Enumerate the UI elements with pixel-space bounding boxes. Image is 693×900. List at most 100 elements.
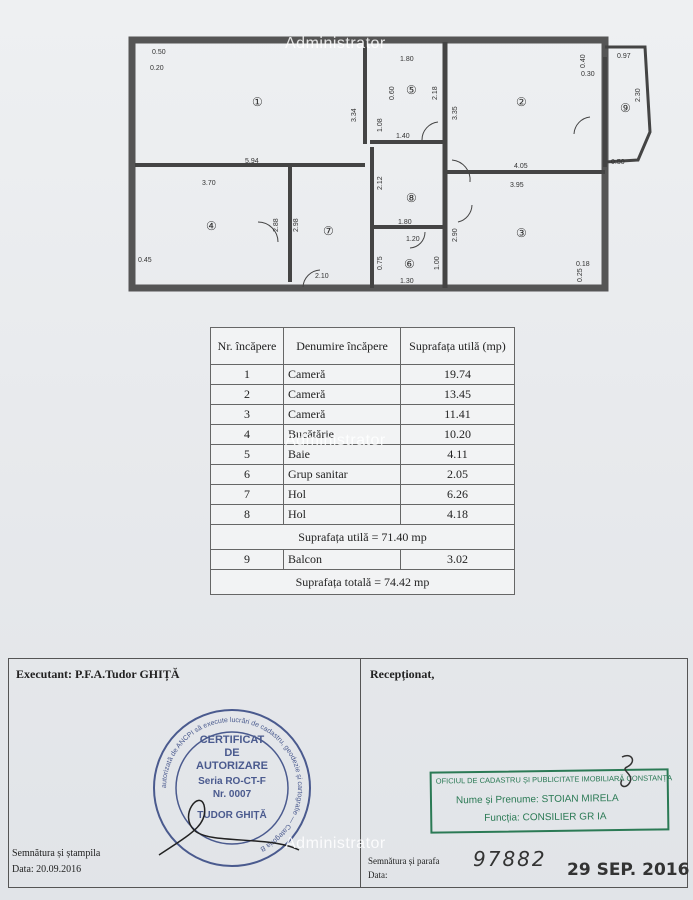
svg-text:4.05: 4.05 [514, 163, 528, 170]
table-row: 3 Cameră 11.41 [210, 404, 515, 425]
row-name: Cameră [283, 404, 401, 425]
table-row: 7 Hol 6.26 [210, 484, 515, 505]
row-name: Hol [283, 484, 401, 505]
svg-text:0.97: 0.97 [617, 53, 631, 60]
rooms-table: Nr. încăpere Denumire încăpere Suprafața… [210, 327, 515, 595]
row-name: Cameră [283, 384, 401, 405]
svg-text:1.30: 1.30 [400, 278, 414, 285]
receptionat-signature-label: Semnătura și parafa [368, 856, 440, 866]
ocpi-name: Nume și Prenume: STOIAN MIRELA [455, 793, 619, 807]
balcony-nr: 9 [210, 549, 284, 570]
useful-total-row: Suprafața utilă = 71.40 mp [210, 524, 515, 550]
receptionat-label: Recepționat, [370, 667, 435, 681]
row-area: 2.05 [400, 464, 515, 485]
watermark-top: Administrator [285, 35, 386, 52]
svg-text:1.00: 1.00 [434, 256, 441, 270]
executant-date: Data: 20.09.2016 [12, 864, 82, 875]
svg-text:0.30: 0.30 [581, 71, 595, 78]
svg-text:2.30: 2.30 [635, 88, 642, 102]
svg-text:0.18: 0.18 [576, 261, 590, 268]
handwritten-number: 97882 [473, 847, 547, 871]
svg-text:1.20: 1.20 [406, 236, 420, 243]
row-area: 4.18 [400, 504, 515, 525]
grand-total-row: Suprafața totală = 74.42 mp [210, 569, 515, 595]
table-row: 9 Balcon 3.02 [210, 549, 515, 570]
svg-text:2.98: 2.98 [293, 218, 300, 232]
svg-text:3.34: 3.34 [351, 108, 358, 122]
room-number-1: ① [252, 95, 263, 109]
header-area: Suprafața utilă (mp) [400, 327, 515, 365]
row-area: 10.20 [400, 424, 515, 445]
svg-text:0.50: 0.50 [152, 49, 166, 56]
row-nr: 4 [210, 424, 284, 445]
seal-stamp-icon: autorizată de ANCPI să execute lucrări d… [153, 709, 311, 867]
executant-signature-label: Semnătura și ștampila [12, 848, 101, 859]
svg-text:1.08: 1.08 [377, 118, 384, 132]
row-name: Hol [283, 504, 401, 525]
seal-line-1: CERTIFICAT [200, 734, 265, 746]
watermark-bottom: Administrator [285, 835, 386, 852]
signature-section: Executant: P.F.A.Tudor GHIȚĂ Recepționat… [8, 658, 688, 888]
section-divider [360, 659, 361, 887]
watermark-middle: Administrator [285, 432, 386, 449]
table-header-row: Nr. încăpere Denumire încăpere Suprafața… [210, 327, 515, 365]
table-row: 6 Grup sanitar 2.05 [210, 464, 515, 485]
floor-plan: ① ② ③ ④ ⑤ ⑥ ⑦ ⑧ ⑨ 0.50 0.20 3.34 5.94 1.… [120, 32, 665, 297]
row-area: 13.45 [400, 384, 515, 405]
useful-total: Suprafața utilă = 71.40 mp [210, 524, 515, 550]
row-area: 11.41 [400, 404, 515, 425]
row-area: 6.26 [400, 484, 515, 505]
room-number-3: ③ [516, 226, 527, 240]
svg-text:2.90: 2.90 [452, 228, 459, 242]
svg-text:1.80: 1.80 [398, 219, 412, 226]
svg-text:0.45: 0.45 [138, 257, 152, 264]
table-row: 8 Hol 4.18 [210, 504, 515, 525]
svg-text:1.80: 1.80 [400, 56, 414, 63]
table-row: 1 Cameră 19.74 [210, 364, 515, 385]
row-area: 4.11 [400, 444, 515, 465]
floor-plan-drawing: ① ② ③ ④ ⑤ ⑥ ⑦ ⑧ ⑨ 0.50 0.20 3.34 5.94 1.… [128, 36, 652, 292]
seal-line-6: TUDOR GHIȚĂ [197, 808, 266, 821]
row-nr: 5 [210, 444, 284, 465]
row-nr: 3 [210, 404, 284, 425]
seal-line-3: AUTORIZARE [196, 760, 268, 772]
receptionat-date: Data: [368, 870, 388, 880]
balcony-area: 3.02 [400, 549, 515, 570]
svg-text:2.18: 2.18 [432, 86, 439, 100]
svg-text:1.40: 1.40 [396, 133, 410, 140]
room-number-2: ② [516, 95, 527, 109]
row-nr: 2 [210, 384, 284, 405]
svg-text:5.94: 5.94 [245, 158, 259, 165]
room-number-8: ⑧ [406, 191, 417, 205]
row-nr: 6 [210, 464, 284, 485]
room-number-4: ④ [206, 219, 217, 233]
handwritten-initial-icon [620, 755, 634, 788]
svg-text:0.75: 0.75 [377, 256, 384, 270]
seal-line-2: DE [224, 747, 239, 759]
svg-text:3.95: 3.95 [510, 182, 524, 189]
grand-total: Suprafața totală = 74.42 mp [210, 569, 515, 595]
authorization-seal: autorizată de ANCPI să execute lucrări d… [149, 705, 315, 871]
handwritten-date: 29 SEP. 2016 [567, 860, 690, 880]
row-name: Grup sanitar [283, 464, 401, 485]
row-nr: 8 [210, 504, 284, 525]
svg-text:0.25: 0.25 [577, 268, 584, 282]
svg-text:3.35: 3.35 [452, 106, 459, 120]
header-nr: Nr. încăpere [210, 327, 284, 365]
executant-label: Executant: P.F.A.Tudor GHIȚĂ [16, 667, 180, 681]
svg-text:0.50: 0.50 [611, 159, 625, 166]
header-name: Denumire încăpere [283, 327, 401, 365]
row-nr: 7 [210, 484, 284, 505]
seal-line-5: Nr. 0007 [213, 789, 252, 800]
room-number-7: ⑦ [323, 224, 334, 238]
room-number-6: ⑥ [404, 257, 415, 271]
svg-text:0.40: 0.40 [580, 54, 587, 68]
balcony-name: Balcon [283, 549, 401, 570]
room-number-9: ⑨ [620, 101, 631, 115]
room-number-5: ⑤ [406, 83, 417, 97]
svg-text:2.88: 2.88 [273, 218, 280, 232]
row-name: Cameră [283, 364, 401, 385]
table-row: 2 Cameră 13.45 [210, 384, 515, 405]
svg-text:2.10: 2.10 [315, 273, 329, 280]
seal-line-4: Seria RO-CT-F [198, 776, 266, 787]
